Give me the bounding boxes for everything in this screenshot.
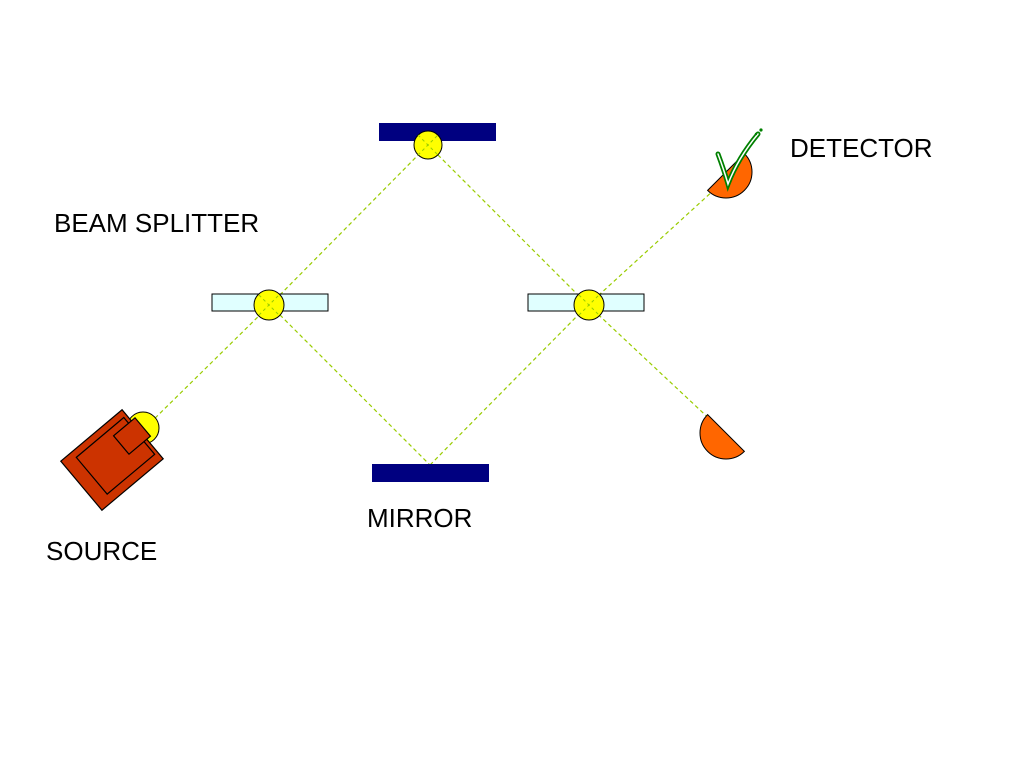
beam-splitter-to-bottom-detector — [587, 304, 717, 426]
beam-splitter-to-bottom-mirror — [269, 304, 431, 466]
source-label: SOURCE — [46, 536, 157, 566]
beam-overlay-segment — [258, 294, 280, 316]
detector-label: DETECTOR — [790, 133, 933, 163]
beam-source-to-splitter — [144, 304, 271, 429]
bottom-mirror — [372, 464, 489, 482]
beam-splitter-label: BEAM SPLITTER — [54, 208, 259, 238]
checkmark-icon — [715, 128, 763, 192]
beam-overlay — [258, 134, 600, 316]
detector-bottom-icon — [699, 413, 746, 460]
beam-top-mirror-to-splitter — [427, 144, 589, 306]
beam-splitter-to-top-mirror — [269, 144, 429, 306]
source-icon — [59, 408, 165, 512]
top-mirror — [379, 123, 496, 141]
detector-top-icon — [706, 152, 753, 199]
beam-overlay-segment — [417, 134, 439, 156]
beam-overlay-segment — [578, 294, 600, 316]
mirror-label: MIRROR — [367, 503, 472, 533]
beam-bottom-mirror-to-splitter — [429, 304, 589, 466]
